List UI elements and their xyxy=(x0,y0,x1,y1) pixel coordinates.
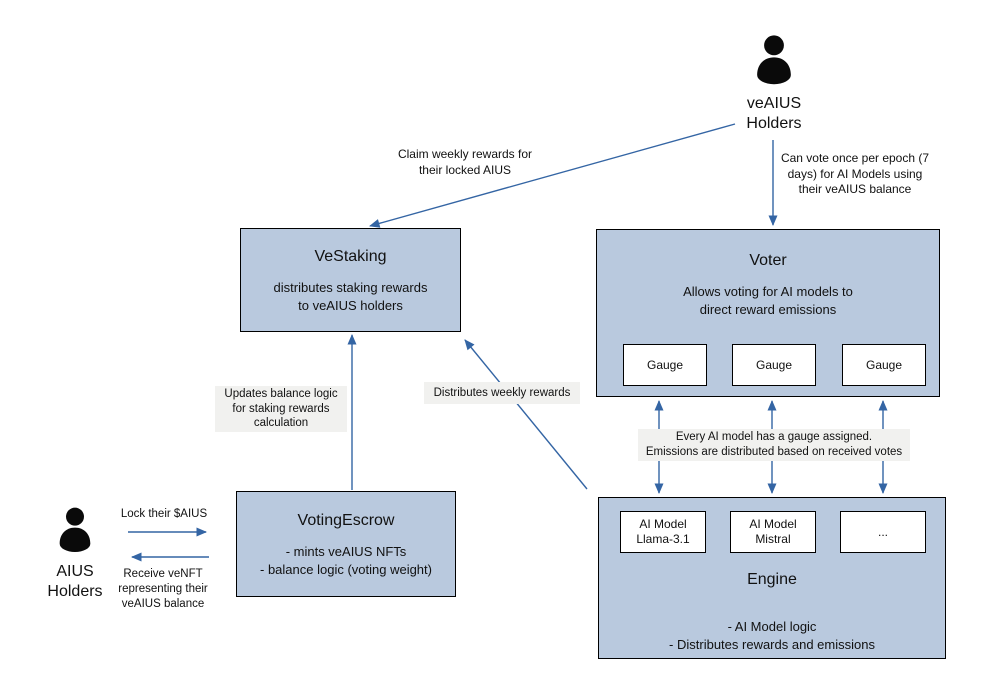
votingescrow-title: VotingEscrow xyxy=(297,512,395,529)
claim-rewards-label: Claim weekly rewards for their locked AI… xyxy=(397,147,533,177)
lock-aius-label: Lock their $AIUS xyxy=(120,508,208,520)
aius-holders-label: AIUS Holders xyxy=(47,563,103,600)
engine-title: Engine xyxy=(747,571,797,588)
aius-holders-actor: AIUS Holders xyxy=(25,506,125,602)
gauge-assignment-note: Every AI model has a gauge assigned. Emi… xyxy=(638,429,910,461)
voter-box: Voter Allows voting for AI models to dir… xyxy=(596,229,940,397)
gauge-box-2: Gauge xyxy=(732,344,816,386)
person-icon xyxy=(757,35,791,85)
veaius-holders-actor: veAIUS Holders xyxy=(715,34,833,134)
receive-venft-label: Receive veNFT representing their veAIUS … xyxy=(118,568,208,610)
gauge-box-3: Gauge xyxy=(842,344,926,386)
person-icon xyxy=(59,507,91,552)
vestaking-box: VeStaking distributes staking rewards to… xyxy=(240,228,461,332)
vote-per-epoch-label: Can vote once per epoch (7 days) for AI … xyxy=(780,151,930,197)
distributes-weekly-rewards-note: Distributes weekly rewards xyxy=(424,382,580,404)
arrow-engine-to-vestaking-distributes xyxy=(464,339,588,490)
ai-model-box-llama: AI Model Llama-3.1 xyxy=(620,511,706,553)
engine-box: AI Model Llama-3.1 AI Model Mistral ... … xyxy=(598,497,946,659)
gauge-box-1: Gauge xyxy=(623,344,707,386)
voter-body: Allows voting for AI models to direct re… xyxy=(683,284,853,317)
voter-title: Voter xyxy=(749,252,787,269)
ai-model-box-mistral: AI Model Mistral xyxy=(730,511,816,553)
votingescrow-box: VotingEscrow - mints veAIUS NFTs - balan… xyxy=(236,491,456,597)
vestaking-body: distributes staking rewards to veAIUS ho… xyxy=(273,280,428,313)
veaius-holders-label: veAIUS Holders xyxy=(746,95,802,132)
updates-balance-note: Updates balance logic for staking reward… xyxy=(215,386,347,432)
ai-model-box-more: ... xyxy=(840,511,926,553)
engine-body: - AI Model logic - Distributes rewards a… xyxy=(669,619,875,652)
votingescrow-body: - mints veAIUS NFTs - balance logic (vot… xyxy=(260,544,432,577)
vestaking-title: VeStaking xyxy=(314,248,387,265)
